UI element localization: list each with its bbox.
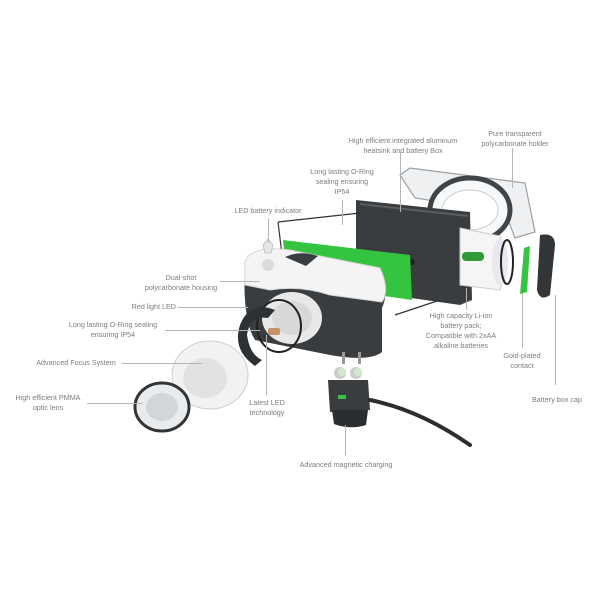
leader-heatsink — [400, 152, 401, 212]
callout-oring-top: Long lasting O-Ring sealing ensuring IP5… — [310, 167, 374, 196]
leader-charging — [345, 425, 346, 455]
callout-led-tech: Latest LED technology — [249, 398, 285, 417]
callout-focus: Advanced Focus System — [36, 358, 116, 367]
battery-box-cap — [537, 234, 555, 298]
callout-red-led: Red light LED — [131, 302, 176, 311]
leader-lens — [87, 403, 142, 404]
leader-oring-top — [342, 200, 343, 225]
leader-holder — [512, 148, 513, 188]
led-chip — [268, 328, 280, 335]
callout-housing: Dual-shot polycarbonate housing — [144, 273, 218, 292]
callout-heatsink: High efficient integrated aluminum heats… — [348, 136, 458, 155]
focus-system — [171, 340, 249, 410]
callout-oring-front: Long lasting O-Ring sealing ensuring IP5… — [68, 320, 158, 339]
leader-oring-front — [165, 330, 260, 331]
callout-led-indicator: LED battery indicator — [234, 206, 302, 215]
leader-led-tech — [266, 335, 267, 395]
callout-charging: Advanced magnetic charging — [299, 460, 393, 469]
rear-o-ring — [500, 239, 514, 285]
leader-battery — [466, 288, 467, 310]
leader-led-indicator — [268, 218, 269, 243]
callout-cap: Battery box cap — [532, 395, 582, 404]
focus-ring-seal — [237, 307, 275, 366]
magnetic-charger — [328, 367, 472, 447]
callout-holder: Pure transparent polycarbonate holder — [481, 129, 549, 148]
leader-housing — [220, 281, 260, 282]
leader-red-led — [178, 307, 248, 308]
callout-lens: High efficient PMMA optic lens — [15, 393, 81, 412]
callout-battery: High capacity Li-ion battery pack; Compa… — [425, 311, 497, 350]
leader-focus — [122, 363, 202, 364]
gold-plated-contact — [520, 246, 530, 294]
callout-contact: Gold-plated contact — [503, 351, 541, 370]
pmma-lens — [133, 381, 191, 433]
leader-cap — [555, 295, 556, 385]
leader-contact — [522, 293, 523, 348]
front-o-ring — [256, 299, 302, 353]
